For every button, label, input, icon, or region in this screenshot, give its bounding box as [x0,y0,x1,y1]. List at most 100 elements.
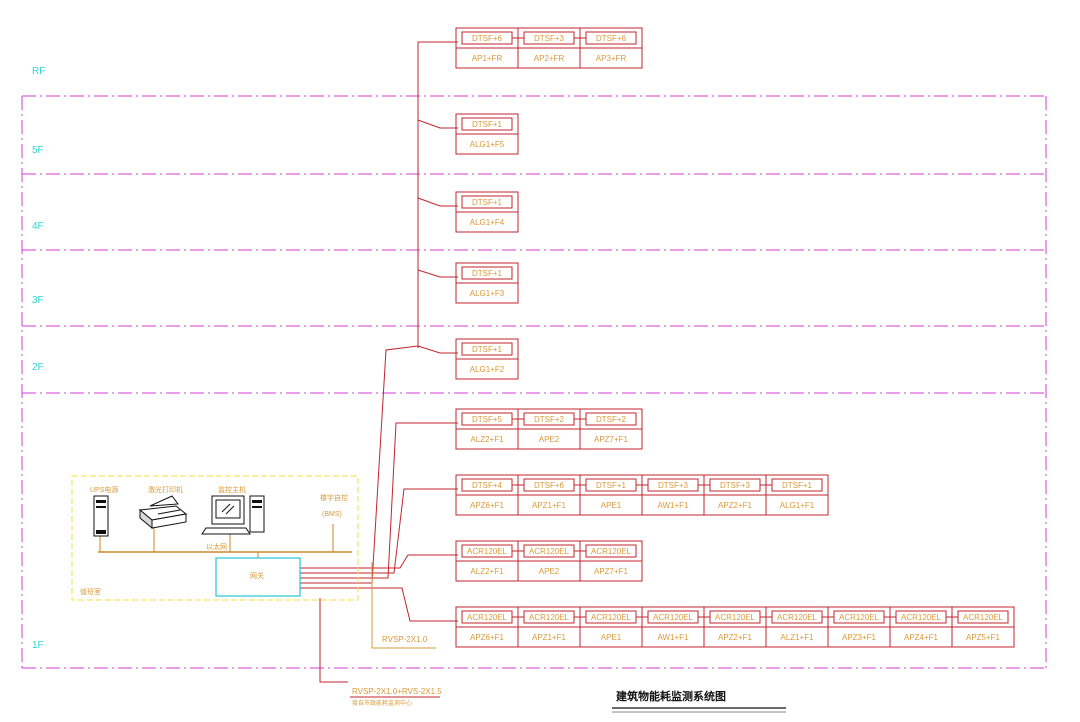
meter-symbol [461,266,513,280]
meter-model: DTSF+1 [472,198,503,207]
distribution-box-label: ALZ2+F1 [470,567,504,576]
meter-model: DTSF+1 [782,481,813,490]
distribution-box-label: APZ3+F1 [842,633,877,642]
distribution-box-label: APZ1+F1 [532,501,567,510]
distribution-box-label: ALZ1+F1 [780,633,814,642]
distribution-box-label: APE2 [539,435,560,444]
meter-model: ACR120EL [467,613,508,622]
meter-model: DTSF+1 [472,120,503,129]
bms-label: 楼宇自控 [320,493,348,502]
floor-label-2f: 2F [32,362,44,373]
distribution-box-label: AW1+F1 [657,633,689,642]
meter-model: ACR120EL [715,613,756,622]
meter-model: ACR120EL [901,613,942,622]
meter-model: DTSF+3 [658,481,689,490]
distribution-box-label: APZ2+F1 [718,633,753,642]
meter-model: ACR120EL [777,613,818,622]
monitor-host-icon [201,495,265,535]
printer-icon [138,495,188,530]
meter-model: ACR120EL [591,613,632,622]
ethernet-label: 以太网 [206,542,227,551]
gateway-label: 网关 [250,571,264,580]
monitor-label: 监控主机 [218,485,246,494]
distribution-box-label: APZ5+F1 [966,633,1001,642]
cable-note: 接自市政能耗监测中心 [352,699,412,707]
meter-model: ACR120EL [963,613,1004,622]
meter-model: ACR120EL [529,613,570,622]
meter-symbol [461,342,513,356]
meter-symbol [771,478,823,492]
meter-model: DTSF+6 [596,34,627,43]
distribution-box-label: APZ4+F1 [904,633,939,642]
distribution-box-label: APZ1+F1 [532,633,567,642]
floor-label-4f: 4F [32,221,44,232]
meter-model: ACR120EL [839,613,880,622]
meter-model: DTSF+2 [596,415,627,424]
distribution-box-label: ALG1+F4 [470,218,505,227]
distribution-box-label: ALZ2+F1 [470,435,504,444]
meter-model: DTSF+5 [472,415,503,424]
bms-sublabel: (BMS) [322,511,342,518]
meter-model: DTSF+3 [534,34,565,43]
meter-symbol [585,544,637,558]
floor-label-5f: 5F [32,145,44,156]
ups-label: UPS电源 [90,485,118,494]
meter-group: ACR120EL APZ6+F1 ACR120EL APZ1+F1 ACR120EL AP… [455,606,1015,648]
meter-groups: DTSF+6AP1+FRDTSF+3AP2+FRDTSF+6AP3+FRDTSF… [455,27,1015,648]
floor-label-rf: RF [32,66,45,77]
meter-model: DTSF+1 [596,481,627,490]
cable-label-2: RVSP-2X1.0+RVS-2X1.5 [352,687,442,696]
distribution-box-label: APE1 [601,633,622,642]
meter-symbol [957,610,1009,624]
distribution-box-label: APZ2+F1 [718,501,753,510]
meter-group: DTSF+4APZ6+F1DTSF+6APZ1+F1DTSF+1APE1DTSF… [455,474,829,516]
cable-annotation [371,562,436,649]
meter-model: DTSF+2 [534,415,565,424]
meter-model: DTSF+1 [472,269,503,278]
distribution-box-label: ALG1+F1 [780,501,815,510]
meter-symbol [461,117,513,131]
control-room-label: 值班室 [80,587,101,596]
meter-model: DTSF+4 [472,481,503,490]
floor-labels: RF 5F 4F 3F 2F 1F [32,66,45,651]
distribution-box-label: AP1+FR [472,54,503,63]
gateway-box [215,557,301,597]
distribution-box-label: APZ6+F1 [470,633,505,642]
distribution-box-label: AP3+FR [596,54,627,63]
floor-label-3f: 3F [32,295,44,306]
control-room-boundary [71,475,359,601]
distribution-box-label: ALG1+F5 [470,140,505,149]
floor-frame [21,95,1047,669]
meter-model: ACR120EL [591,547,632,556]
distribution-box-label: AW1+F1 [657,501,689,510]
printer-label: 激光打印机 [148,485,183,494]
distribution-box-label: APE2 [539,567,560,576]
meter-model: DTSF+3 [720,481,751,490]
meter-model: ACR120EL [653,613,694,622]
cable-label-1: RVSP-2X1.0 [382,635,428,644]
distribution-box-label: ALG1+F3 [470,289,505,298]
distribution-box-label: APZ7+F1 [594,435,629,444]
diagram-title: 建筑物能耗监测系统图 [616,689,726,703]
feeder-lines [300,41,458,683]
meter-model: DTSF+1 [472,345,503,354]
distribution-box-label: AP2+FR [534,54,565,63]
ups-icon [93,495,109,537]
meter-model: ACR120EL [467,547,508,556]
meter-model: DTSF+6 [472,34,503,43]
distribution-box-label: APZ7+F1 [594,567,629,576]
meter-symbol [461,195,513,209]
control-room: UPS电源 激光打印机 监控主机 楼宇自控 (BMS) 以太网 网关 [71,475,359,601]
meter-symbol [585,412,637,426]
distribution-box-label: APE1 [601,501,622,510]
meter-model: ACR120EL [529,547,570,556]
meter-group: ACR120EL ALZ2+F1 ACR120EL APE2 ACR120EL APZ7+… [455,540,643,582]
distribution-box-label: ALG1+F2 [470,365,505,374]
